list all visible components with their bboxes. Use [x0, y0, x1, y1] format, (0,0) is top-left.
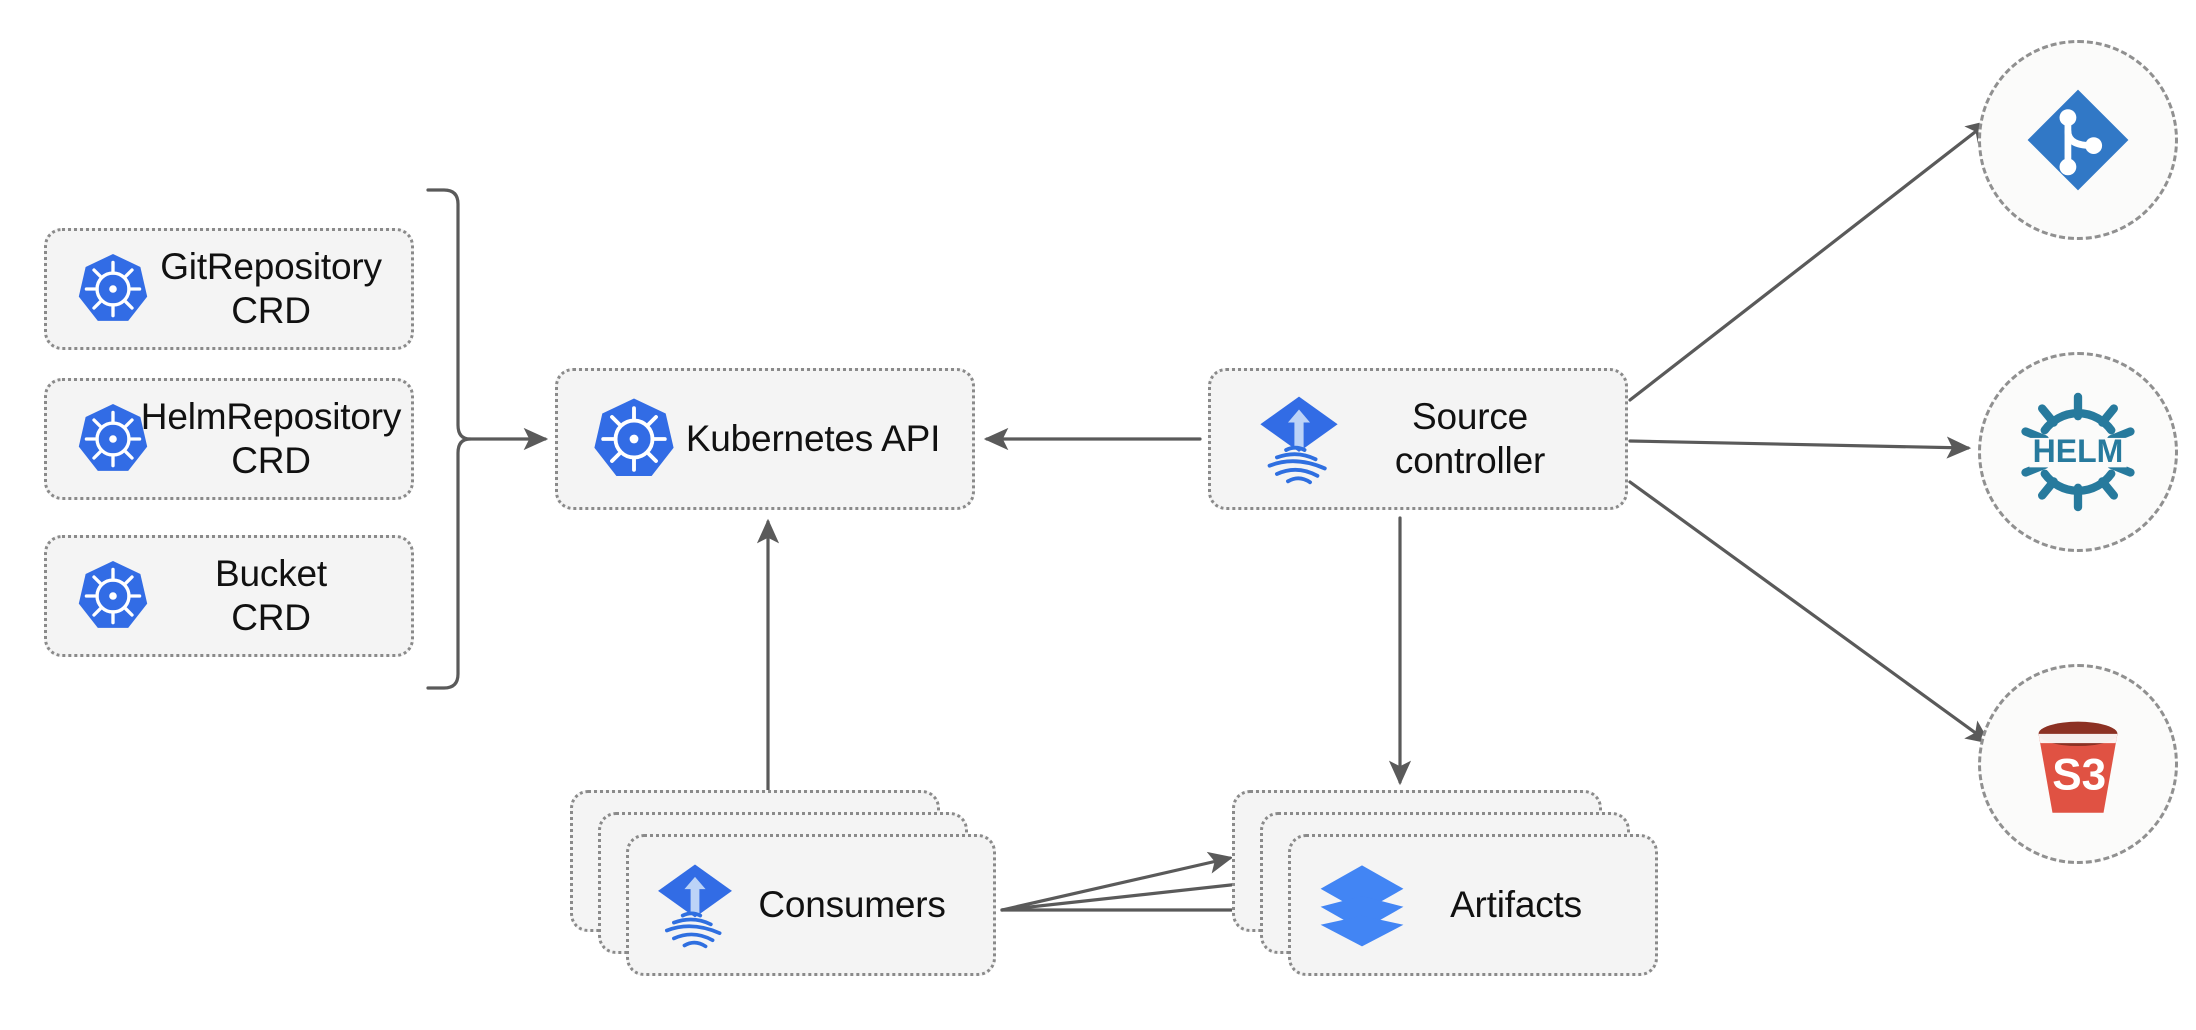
- node-kubernetes-api[interactable]: Kubernetes API: [555, 368, 975, 510]
- kubernetes-icon: [75, 558, 151, 634]
- node-label: Artifacts: [1450, 884, 1582, 926]
- edge-source-controller-to-helm: [1628, 436, 1972, 459]
- node-label: GitRepository CRD: [160, 246, 382, 331]
- node-git-source[interactable]: [1978, 40, 2178, 240]
- flux-icon: [651, 861, 739, 949]
- node-helmrepository-crd[interactable]: HelmRepository CRD: [44, 378, 414, 500]
- node-label: Kubernetes API: [685, 418, 941, 460]
- stack-sheet-front[interactable]: Consumers: [626, 834, 996, 976]
- kubernetes-icon: [75, 401, 151, 477]
- flux-icon: [1253, 393, 1345, 485]
- node-label: HelmRepository CRD: [140, 396, 402, 481]
- edge-consumers-to-artifacts-2: [1000, 873, 1262, 912]
- stack-sheet-front[interactable]: Artifacts: [1288, 834, 1658, 976]
- node-consumers[interactable]: Consumers: [570, 790, 1000, 980]
- node-label: Bucket CRD: [215, 553, 327, 638]
- edge-source-controller-to-git: [1628, 120, 1991, 402]
- git-icon: [2022, 84, 2134, 196]
- node-gitrepository-crd[interactable]: GitRepository CRD: [44, 228, 414, 350]
- helm-icon: HELM: [2014, 388, 2142, 516]
- node-source-controller[interactable]: Source controller: [1208, 368, 1628, 510]
- node-artifacts[interactable]: Artifacts: [1232, 790, 1662, 980]
- kubernetes-icon: [590, 395, 678, 483]
- crd-group-bracket: [426, 188, 472, 690]
- node-label: Source controller: [1394, 396, 1546, 481]
- s3-wordmark: S3: [2052, 751, 2106, 800]
- edge-source-controller-to-s3: [1628, 480, 1991, 744]
- node-bucket-crd[interactable]: Bucket CRD: [44, 535, 414, 657]
- s3-bucket-icon: S3: [2020, 706, 2136, 822]
- edge-consumers-to-artifacts-1: [1000, 851, 1234, 912]
- node-helm-repository[interactable]: HELM: [1978, 352, 2178, 552]
- node-label: Consumers: [758, 884, 946, 926]
- node-s3-bucket[interactable]: S3: [1978, 664, 2178, 864]
- layers-icon: [1317, 860, 1407, 950]
- helm-wordmark: HELM: [2033, 433, 2124, 469]
- kubernetes-icon: [75, 251, 151, 327]
